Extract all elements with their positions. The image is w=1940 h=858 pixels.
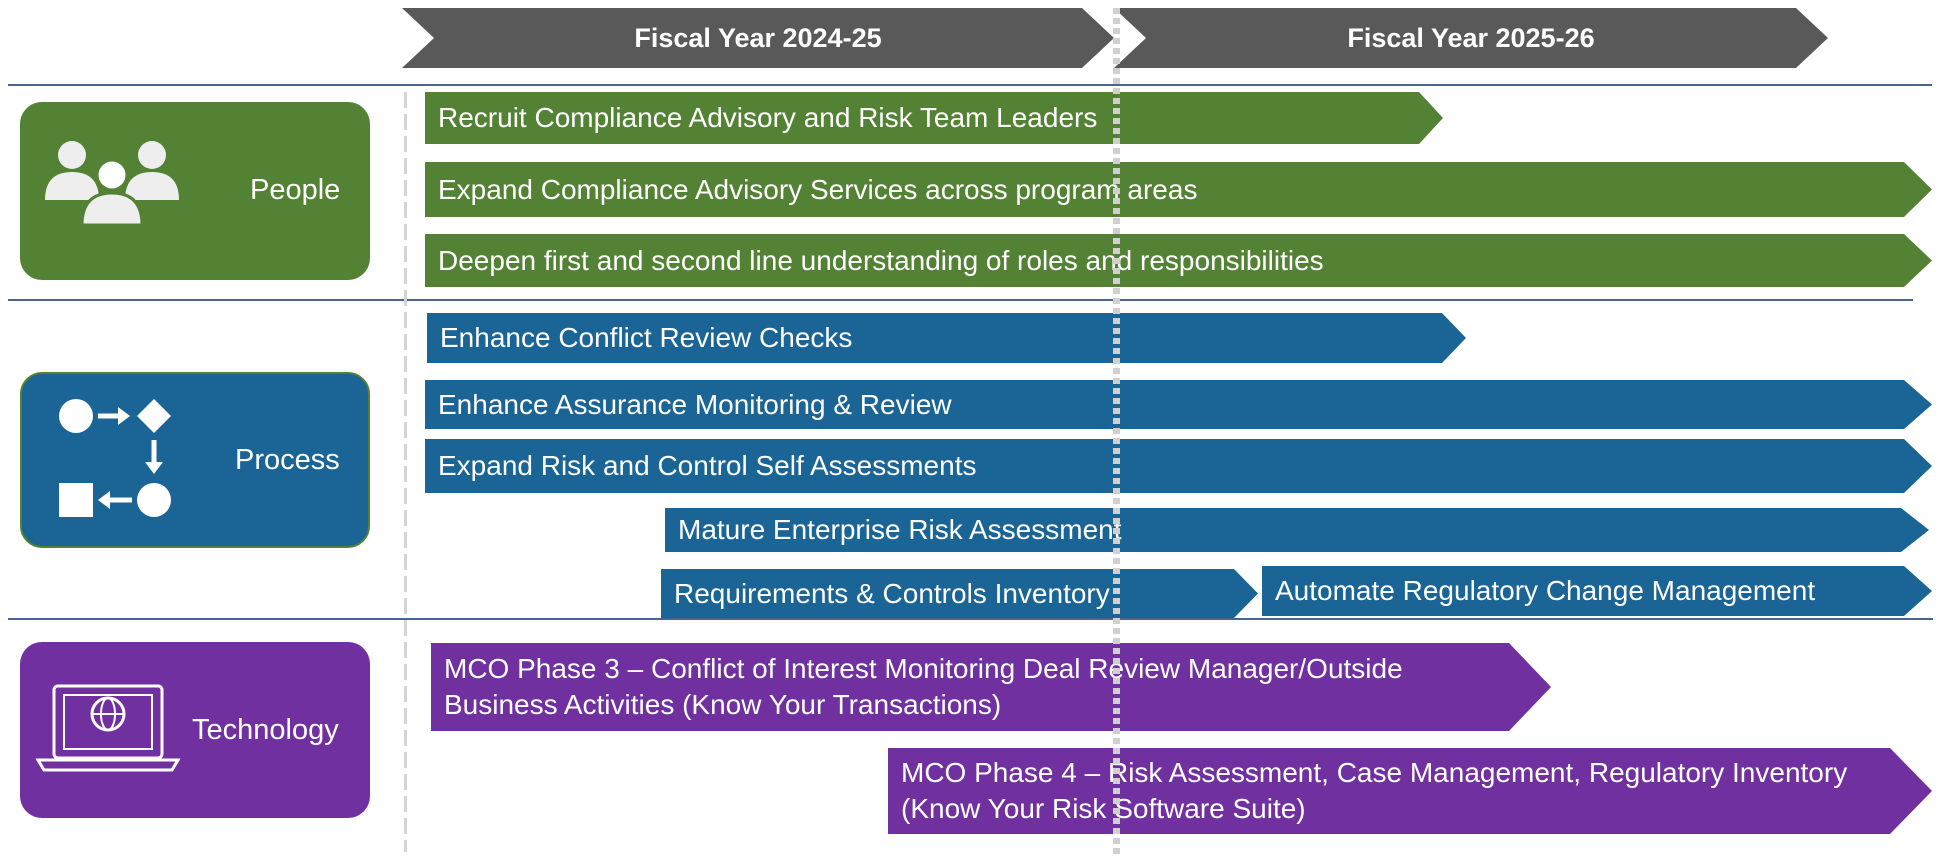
category-people: People — [20, 102, 370, 280]
timeline-start-line — [404, 92, 407, 852]
separator-top — [8, 84, 1932, 86]
category-people-label: People — [250, 174, 341, 206]
fiscal-year-2024-25-header: Fiscal Year 2024-25 — [402, 8, 1114, 68]
technology-bar-mco-phase-4: MCO Phase 4 – Risk Assessment, Case Mana… — [888, 748, 1932, 834]
category-process: Process — [20, 372, 370, 548]
laptop-globe-icon — [35, 684, 181, 772]
process-bar-requirements-controls-inventory: Requirements & Controls Inventory — [661, 569, 1258, 618]
process-bar-enhance-conflict-review: Enhance Conflict Review Checks — [427, 313, 1466, 363]
separator-people-process — [8, 299, 1913, 301]
process-bar-automate-regulatory-change: Automate Regulatory Change Management — [1262, 566, 1932, 616]
people-bar-expand-advisory-services: Expand Compliance Advisory Services acro… — [425, 162, 1932, 217]
fiscal-year-2025-26-header: Fiscal Year 2025-26 — [1114, 8, 1828, 68]
process-flow-icon — [59, 399, 171, 517]
process-bar-mature-enterprise-risk: Mature Enterprise Risk Assessment — [665, 508, 1929, 552]
process-bar-enhance-assurance-monitoring: Enhance Assurance Monitoring & Review — [425, 380, 1932, 429]
category-technology-label: Technology — [192, 714, 339, 746]
technology-bar-mco-phase-3: MCO Phase 3 – Conflict of Interest Monit… — [431, 643, 1551, 731]
fiscal-year-divider-line — [1113, 8, 1120, 858]
people-icon — [45, 141, 179, 227]
people-bar-recruit-team-leaders: Recruit Compliance Advisory and Risk Tea… — [425, 92, 1443, 144]
people-bar-deepen-understanding: Deepen first and second line understandi… — [425, 234, 1932, 287]
process-bar-expand-rcsa: Expand Risk and Control Self Assessments — [425, 439, 1932, 493]
category-process-label: Process — [235, 444, 340, 476]
separator-process-technology — [8, 618, 1933, 620]
category-technology: Technology — [20, 642, 370, 818]
